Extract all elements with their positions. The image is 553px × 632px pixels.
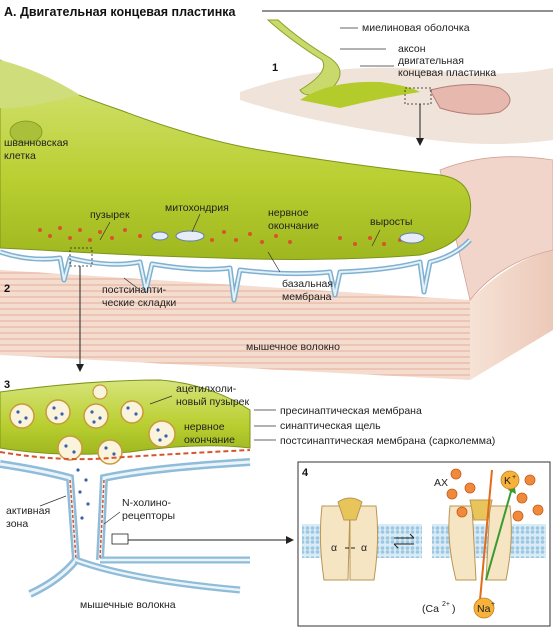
label-active-2: зона — [6, 518, 28, 530]
label-axon: аксон — [398, 43, 426, 55]
muscle-side — [470, 250, 553, 380]
panel-1-endplate — [300, 81, 420, 108]
panel-number-4: 4 — [302, 467, 309, 479]
label-nerve-end-1: нервное — [268, 207, 309, 219]
channel-open — [448, 469, 516, 601]
label-ach-1: ацетилхоли- — [176, 383, 237, 395]
panel-1-zoom-box — [404, 87, 432, 105]
panel-3-zoom-box — [111, 533, 129, 545]
label-postsyn-mem: постсинаптическая мембрана (сарколемма) — [280, 435, 495, 447]
title-text: А. Двигательная концевая пластинка — [4, 5, 237, 19]
label-nchol-1: N-холино- — [122, 497, 171, 509]
equilibrium-arrows — [393, 533, 415, 549]
mitochondria — [151, 230, 425, 244]
label-ax: АХ — [434, 477, 448, 489]
label-nchol-2: рецепторы — [122, 510, 175, 522]
label-outgrowths: выросты — [370, 216, 412, 228]
label-ach-2: новый пузырек — [176, 396, 250, 408]
label-endplate-1: двигательная — [398, 55, 464, 67]
na-ion — [473, 597, 495, 619]
label-endplate-2: концевая пластинка — [398, 67, 496, 79]
label-basal-1: базальная — [282, 278, 333, 290]
label-k: K — [504, 475, 511, 487]
label-nerve-end3-1: нервное — [184, 421, 225, 433]
label-nerve-end-2: окончание — [268, 220, 319, 232]
vesicles-red-dots — [38, 226, 402, 246]
label-na: Na — [477, 603, 491, 615]
label-ca-close: ) — [452, 603, 456, 615]
k-flow-arrow — [485, 487, 513, 581]
alpha-left-1: α — [331, 542, 337, 554]
panel-1-muscle-cell — [429, 83, 511, 115]
ach-balls — [446, 468, 544, 522]
label-postsyn-1: постсинапти- — [102, 284, 167, 296]
panel-3-synapse: ацетилхоли- новый пузырек нервное оконча… — [0, 379, 495, 611]
ach-molecules — [16, 406, 168, 520]
na-flow-arrow — [479, 469, 493, 601]
label-vesicle: пузырек — [90, 209, 130, 221]
panel-number-3: 3 — [4, 379, 10, 391]
label-ca-sup: 2+ — [442, 601, 450, 608]
muscle-fiber-block — [0, 270, 470, 380]
k-ion — [500, 470, 520, 490]
ach-vesicles — [9, 384, 176, 465]
alpha-left-2: α — [361, 542, 367, 554]
panel-number-1: 1 — [272, 62, 278, 74]
panel-4-receptor: 4 α α — [297, 461, 551, 627]
panel-number-2: 2 — [4, 283, 10, 295]
label-active-1: активная — [6, 505, 50, 517]
label-schwann-1: шванновская — [4, 137, 68, 149]
channel-closed: α α — [319, 497, 379, 581]
panel-1-overview: миелиновая оболочка аксон двигательная к… — [240, 19, 553, 146]
panel-1-myelin-sheath — [266, 19, 341, 96]
label-ca: (Ca — [422, 603, 439, 615]
label-cleft: синаптическая щель — [280, 420, 381, 432]
label-basal-2: мембрана — [282, 291, 332, 303]
label-postsyn-2: ческие складки — [102, 297, 176, 309]
schwann-cell — [0, 60, 80, 109]
nerve-terminal — [0, 59, 472, 260]
label-muscle-fibers: мышечные волокна — [80, 599, 176, 611]
label-mito: митохондрия — [165, 202, 229, 214]
label-schwann-2: клетка — [4, 150, 36, 162]
label-k-sup: + — [512, 474, 516, 481]
label-presyn: пресинаптическая мембрана — [280, 405, 422, 417]
figure-title: А. Двигательная концевая пластинка — [4, 5, 553, 19]
panel-2-section: шванновская клетка пузырек митохондрия н… — [0, 59, 553, 380]
label-myelin: миелиновая оболочка — [362, 22, 470, 34]
label-nerve-end3-2: окончание — [184, 434, 235, 446]
label-na-sup: + — [491, 601, 495, 608]
label-muscle-fiber: мышечное волокно — [246, 341, 340, 353]
